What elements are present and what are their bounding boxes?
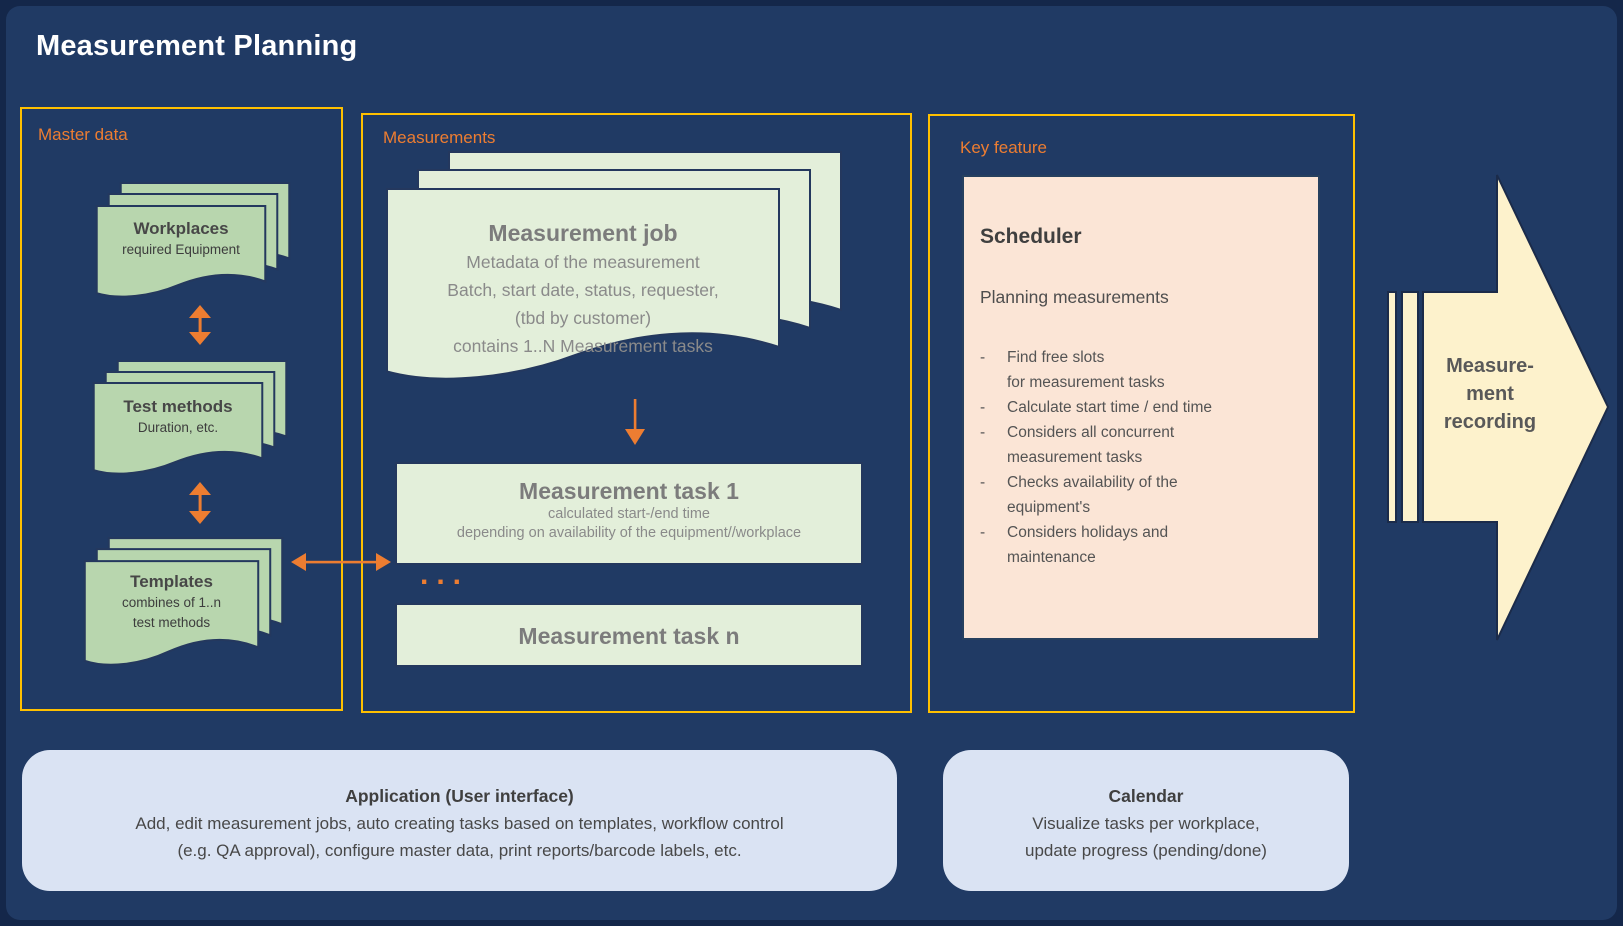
workplaces-doc-stack: Workplaces required Equipment [95,182,292,304]
bullet-line: equipment's [1007,499,1091,516]
measurements-label: Measurements [383,128,496,147]
document-shape [92,382,264,480]
bullet-line: Checks availability of the [964,470,1294,495]
workplaces-title: Workplaces [133,219,229,238]
measurement-task1-line-2: depending on availability of the equipme… [456,525,802,541]
test-methods-title: Test methods [123,397,233,416]
recording-arrow-line-2: ment [1466,383,1514,405]
tasks-ellipsis: ... [420,558,470,591]
calendar-box: Calendar Visualize tasks per workplace, … [943,750,1349,891]
templates-doc-stack: Templates combines of 1..n test methods [83,537,284,673]
application-line-1: Add, edit measurement jobs, auto creatin… [135,814,784,833]
application-title: Application (User interface) [345,786,574,806]
measurement-task1-box: Measurement task 1 calculated start-/end… [395,462,863,565]
measurement-taskN-title: Measurement task n [518,623,740,649]
scheduler-bullet-list: Find free slots for measurement tasks Ca… [964,345,1294,570]
bullet-line: Considers all concurrent [964,420,1294,445]
scheduler-title: Scheduler [980,225,1082,248]
calendar-line-2: update progress (pending/done) [1025,841,1267,860]
test-methods-subtitle: Duration, etc. [137,420,219,435]
page-title: Measurement Planning [36,30,358,62]
bullet-line: Find free slots [964,345,1294,370]
workplaces-subtitle: required Equipment [122,242,240,257]
measurement-task1-title: Measurement task 1 [519,478,739,504]
master-data-label: Master data [38,125,128,144]
bullet-line: Considers holidays and [964,520,1294,545]
measurement-job-line-2: Batch, start date, status, requester, [447,280,719,300]
document-shape [95,205,267,303]
calendar-title: Calendar [1108,786,1184,806]
templates-title: Templates [130,572,213,591]
application-box: Application (User interface) Add, edit m… [22,750,897,891]
measurement-taskN-box: Measurement task n [395,603,863,667]
measurements-panel: Measurements [361,113,912,713]
key-feature-label: Key feature [960,138,1047,157]
measurement-job-line-3: (tbd by customer) [514,308,652,328]
scheduler-subtitle: Planning measurements [980,287,1169,307]
bullet-line: measurement tasks [1007,449,1143,466]
striped-right-arrow-shape [1387,174,1610,641]
bullet-line: Calculate start time / end time [964,395,1294,420]
down-arrow-icon [625,399,645,445]
key-feature-panel: Key feature [928,114,1355,713]
double-arrow-vertical-icon [189,305,211,345]
measurement-task1-line-1: calculated start-/end time [548,506,710,522]
templates-subtitle-2: test methods [132,615,211,630]
double-arrow-horizontal-icon [291,553,391,571]
bullet-line: maintenance [1007,549,1096,566]
calendar-line-1: Visualize tasks per workplace, [1032,814,1260,833]
measurement-recording-arrow: Measure- ment recording [1380,170,1620,648]
templates-subtitle-1: combines of 1..n [121,595,222,610]
double-arrow-vertical-icon [189,482,211,524]
measurement-job-doc-stack: Measurement job Metadata of the measurem… [383,150,847,396]
recording-arrow-line-3: recording [1443,411,1537,433]
recording-arrow-line-1: Measure- [1446,355,1534,377]
application-line-2: (e.g. QA approval), configure master dat… [177,841,742,860]
test-methods-doc-stack: Test methods Duration, etc. [92,360,289,482]
measurement-job-line-4: contains 1..N Measurement tasks [453,336,713,356]
scheduler-box: Scheduler Planning measurements Find fre… [962,175,1320,640]
document-shape [383,187,783,392]
document-shape [83,560,260,672]
measurement-job-title: Measurement job [488,220,678,246]
measurement-job-line-1: Metadata of the measurement [466,252,700,272]
master-data-panel: Master data [20,107,343,711]
bullet-line: for measurement tasks [1007,374,1165,391]
